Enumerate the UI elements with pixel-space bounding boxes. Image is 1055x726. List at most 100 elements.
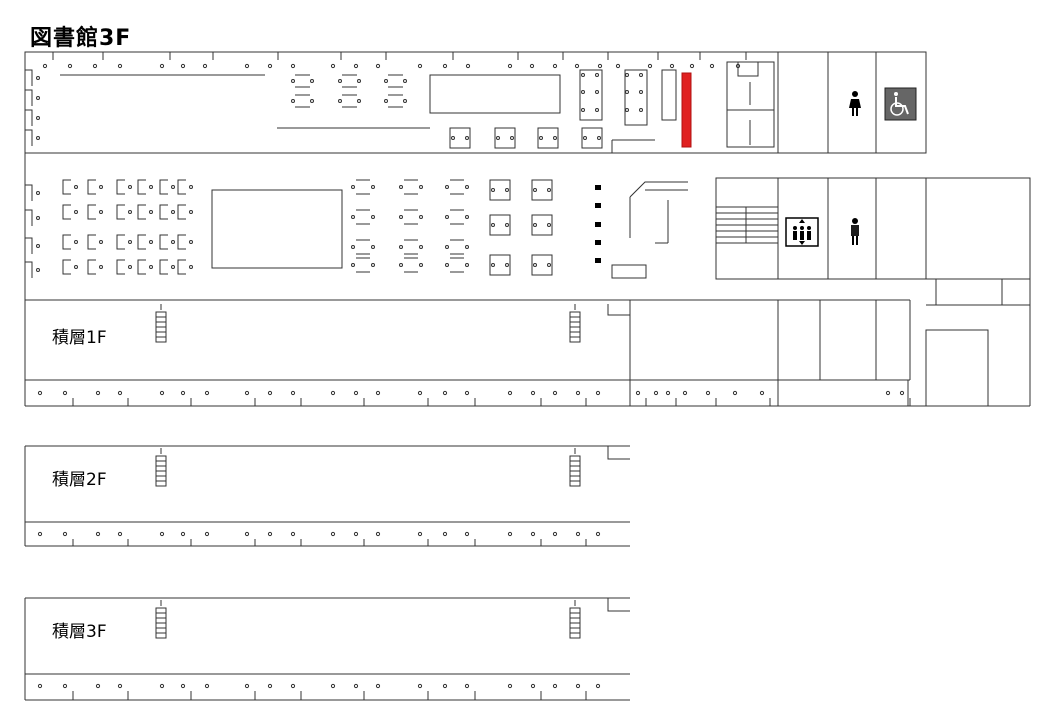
main-floor-walls [24, 51, 1031, 407]
chair [581, 108, 585, 112]
pillar [552, 63, 558, 69]
pillar [507, 63, 513, 69]
study-table [116, 204, 132, 220]
pillar [465, 63, 471, 69]
chair [639, 108, 643, 112]
pillar [529, 63, 535, 69]
male-restroom-icon [851, 218, 859, 245]
pillar [117, 531, 123, 537]
pillar [36, 216, 40, 220]
pillar [330, 390, 336, 396]
study-table [291, 94, 314, 108]
pillar [682, 390, 688, 396]
highlighted-bookshelf[interactable] [681, 72, 692, 148]
study-table [87, 259, 103, 275]
study-table [445, 179, 469, 195]
pillar [117, 63, 123, 69]
stairs [155, 448, 167, 487]
study-table [159, 259, 175, 275]
pillar [180, 683, 186, 689]
pillar [62, 390, 68, 396]
study-table [159, 179, 175, 195]
study-table [531, 179, 553, 201]
pillar [575, 683, 581, 689]
stack-floor-2-label[interactable]: 積層2F [52, 470, 107, 490]
pillar [36, 268, 40, 272]
elevator-icon [785, 217, 819, 247]
pillar [595, 683, 601, 689]
pillar [507, 390, 513, 396]
study-table [116, 179, 132, 195]
wall-shelf [25, 69, 33, 86]
stack-door [607, 304, 630, 316]
pillar [180, 390, 186, 396]
stairs [569, 448, 581, 487]
pillar [417, 63, 423, 69]
pillar [290, 390, 296, 396]
pillar [267, 531, 273, 537]
pillar [180, 531, 186, 537]
pillar [180, 63, 186, 69]
chair [595, 73, 599, 77]
study-table [62, 234, 78, 250]
pillars [25, 52, 911, 406]
chair [639, 73, 643, 77]
computer-icon [595, 222, 601, 227]
pillar [530, 683, 536, 689]
study-table [291, 74, 314, 88]
pillar [95, 390, 101, 396]
study-table [87, 234, 103, 250]
stairs [155, 600, 167, 639]
pillar [442, 531, 448, 537]
pillar [464, 683, 470, 689]
pillar [353, 390, 359, 396]
stairs [569, 600, 581, 639]
pillar [530, 390, 536, 396]
chair [625, 108, 629, 112]
pillar [36, 244, 40, 248]
stack-floor-3-label[interactable]: 積層3F [52, 622, 107, 642]
study-table [384, 74, 407, 88]
study-table [531, 214, 553, 236]
stack-floor-1-label[interactable]: 積層1F [52, 328, 107, 348]
pillar [159, 683, 165, 689]
pillar [732, 390, 738, 396]
chair [595, 90, 599, 94]
study-table [399, 209, 423, 225]
study-table [489, 179, 511, 201]
pillar [375, 390, 381, 396]
pillar [375, 63, 381, 69]
pillar [62, 683, 68, 689]
study-table [351, 239, 375, 255]
stack-floor-2 [24, 445, 630, 547]
pillar [159, 390, 165, 396]
pillar [67, 63, 73, 69]
pillar [267, 63, 273, 69]
study-table [159, 204, 175, 220]
pillar [709, 63, 715, 69]
study-table [87, 179, 103, 195]
study-table [116, 234, 132, 250]
pillar [244, 63, 250, 69]
stairs [569, 304, 581, 343]
study-table [338, 74, 361, 88]
pillar [244, 531, 250, 537]
pillar [442, 683, 448, 689]
pillar [353, 683, 359, 689]
pillar [442, 63, 448, 69]
pillar [375, 683, 381, 689]
pillar [530, 531, 536, 537]
pillar [330, 531, 336, 537]
stack-floors [24, 304, 630, 701]
pillar [442, 390, 448, 396]
pillar [507, 683, 513, 689]
pillar [759, 390, 765, 396]
study-table [489, 254, 511, 276]
pillar [552, 531, 558, 537]
study-table [384, 94, 407, 108]
chair [595, 108, 599, 112]
study-table [537, 127, 559, 149]
study-table [177, 204, 193, 220]
pillar [669, 63, 675, 69]
pillar [36, 76, 40, 80]
